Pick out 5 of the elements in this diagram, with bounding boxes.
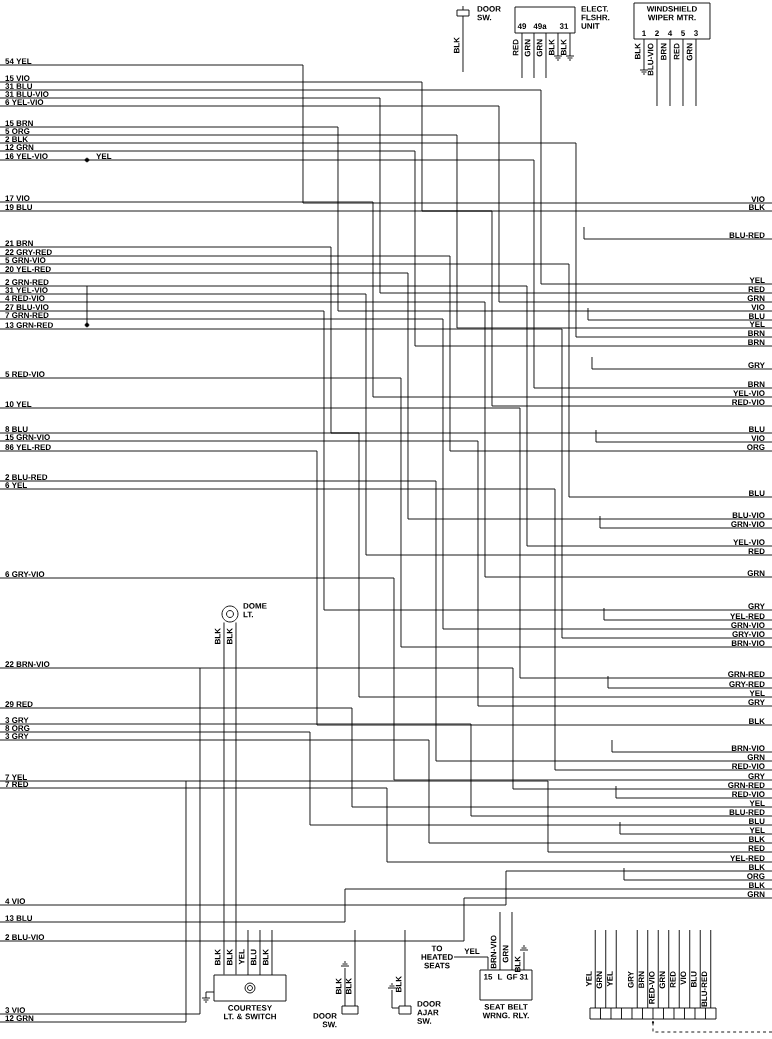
wire (223, 622, 225, 975)
arrow (651, 1020, 772, 1033)
connector-block (589, 1007, 717, 1020)
wire (235, 622, 237, 975)
wire (453, 956, 489, 970)
